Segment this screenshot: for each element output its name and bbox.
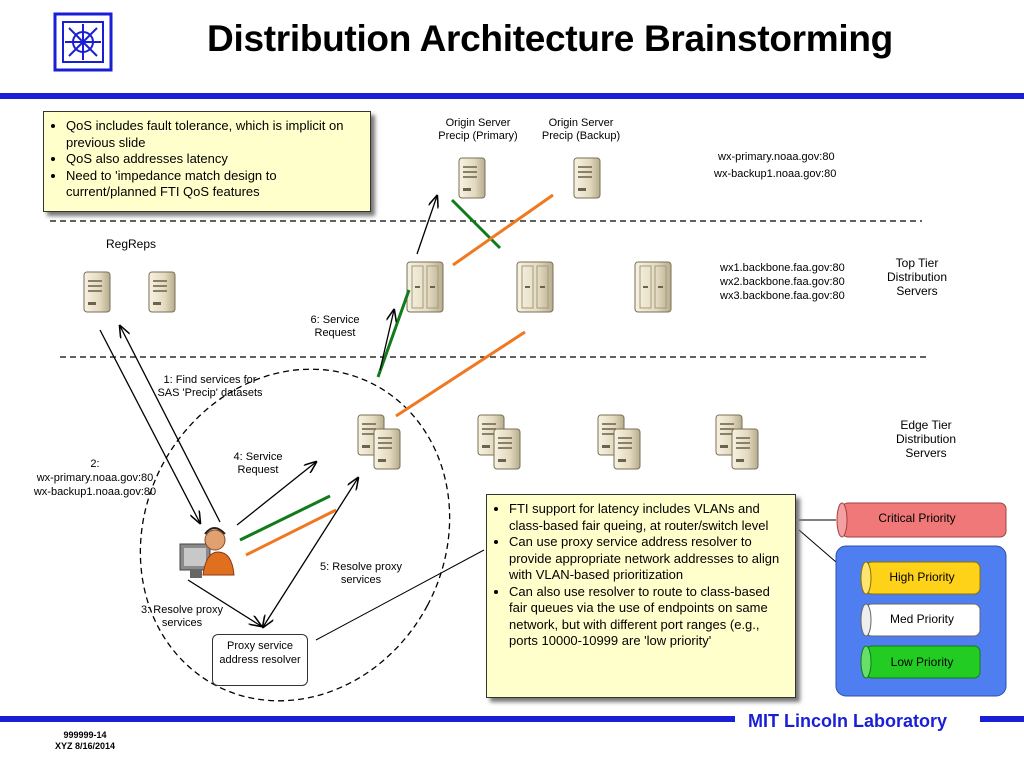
page-title: Distribution Architecture Brainstorming bbox=[207, 18, 893, 59]
fti-bullet-2: Can use proxy service address resolver t… bbox=[509, 534, 785, 584]
high-priority-label: High Priority bbox=[889, 570, 955, 584]
origin-primary-addr: wx-primary.noaa.gov:80 bbox=[718, 151, 835, 163]
qos-bullet-2: QoS also addresses latency bbox=[66, 151, 360, 168]
footer-bar-left bbox=[0, 716, 735, 722]
footer-bar-right bbox=[980, 716, 1024, 722]
regreps-label: RegReps bbox=[106, 237, 157, 251]
footer-doc-info: 999999-14 XYZ 8/16/2014 bbox=[40, 730, 130, 752]
top-tier-addr-1: wx1.backbone.faa.gov:80 bbox=[720, 262, 845, 274]
title-underline bbox=[0, 93, 1024, 99]
step-2-addr-1: wx-primary.noaa.gov:80 bbox=[36, 472, 154, 484]
fti-callout: FTI support for latency includes VLANs a… bbox=[486, 494, 796, 698]
step-2-title: 2: bbox=[90, 458, 100, 470]
doc-author-date: XYZ 8/16/2014 bbox=[54, 741, 116, 751]
origin-backup-addr: wx-backup1.noaa.gov:80 bbox=[714, 168, 837, 180]
qos-callout: QoS includes fault tolerance, which is i… bbox=[43, 111, 371, 212]
top-tier-label: Top Tier Distribution Servers bbox=[886, 256, 948, 298]
step-5-label: 5: Resolve proxy services bbox=[320, 561, 402, 586]
edge-tier-label: Edge Tier Distribution Servers bbox=[895, 418, 957, 460]
step-4-label: 4: Service Request bbox=[233, 451, 283, 476]
step-2-addr-2: wx-backup1.noaa.gov:80 bbox=[33, 486, 157, 498]
user-workstation-icon bbox=[179, 527, 235, 578]
doc-number: 999999-14 bbox=[63, 730, 107, 740]
step-1-label: 1: Find services for SAS 'Precip' datase… bbox=[157, 374, 263, 399]
proxy-resolver-box: Proxy service address resolver bbox=[212, 634, 308, 686]
fti-bullet-1: FTI support for latency includes VLANs a… bbox=[509, 501, 785, 534]
low-priority-label: Low Priority bbox=[890, 655, 954, 669]
mit-ll-logo bbox=[53, 12, 113, 72]
qos-bullet-1: QoS includes fault tolerance, which is i… bbox=[66, 118, 360, 151]
step-3-label: 3: Resolve proxy services bbox=[141, 604, 223, 629]
fti-bullet-3: Can also use resolver to route to class-… bbox=[509, 584, 785, 650]
lab-name: MIT Lincoln Laboratory bbox=[748, 711, 948, 731]
top-tier-addr-2: wx2.backbone.faa.gov:80 bbox=[720, 276, 845, 288]
step-6-label: 6: Service Request bbox=[310, 314, 360, 339]
origin-primary-label: Origin Server Precip (Primary) bbox=[438, 117, 518, 142]
top-tier-addr-3: wx3.backbone.faa.gov:80 bbox=[720, 290, 845, 302]
origin-backup-label: Origin Server Precip (Backup) bbox=[541, 117, 621, 142]
med-priority-label: Med Priority bbox=[889, 612, 954, 626]
qos-bullet-3: Need to 'impedance match design to curre… bbox=[66, 168, 360, 201]
critical-priority-label: Critical Priority bbox=[878, 511, 956, 525]
